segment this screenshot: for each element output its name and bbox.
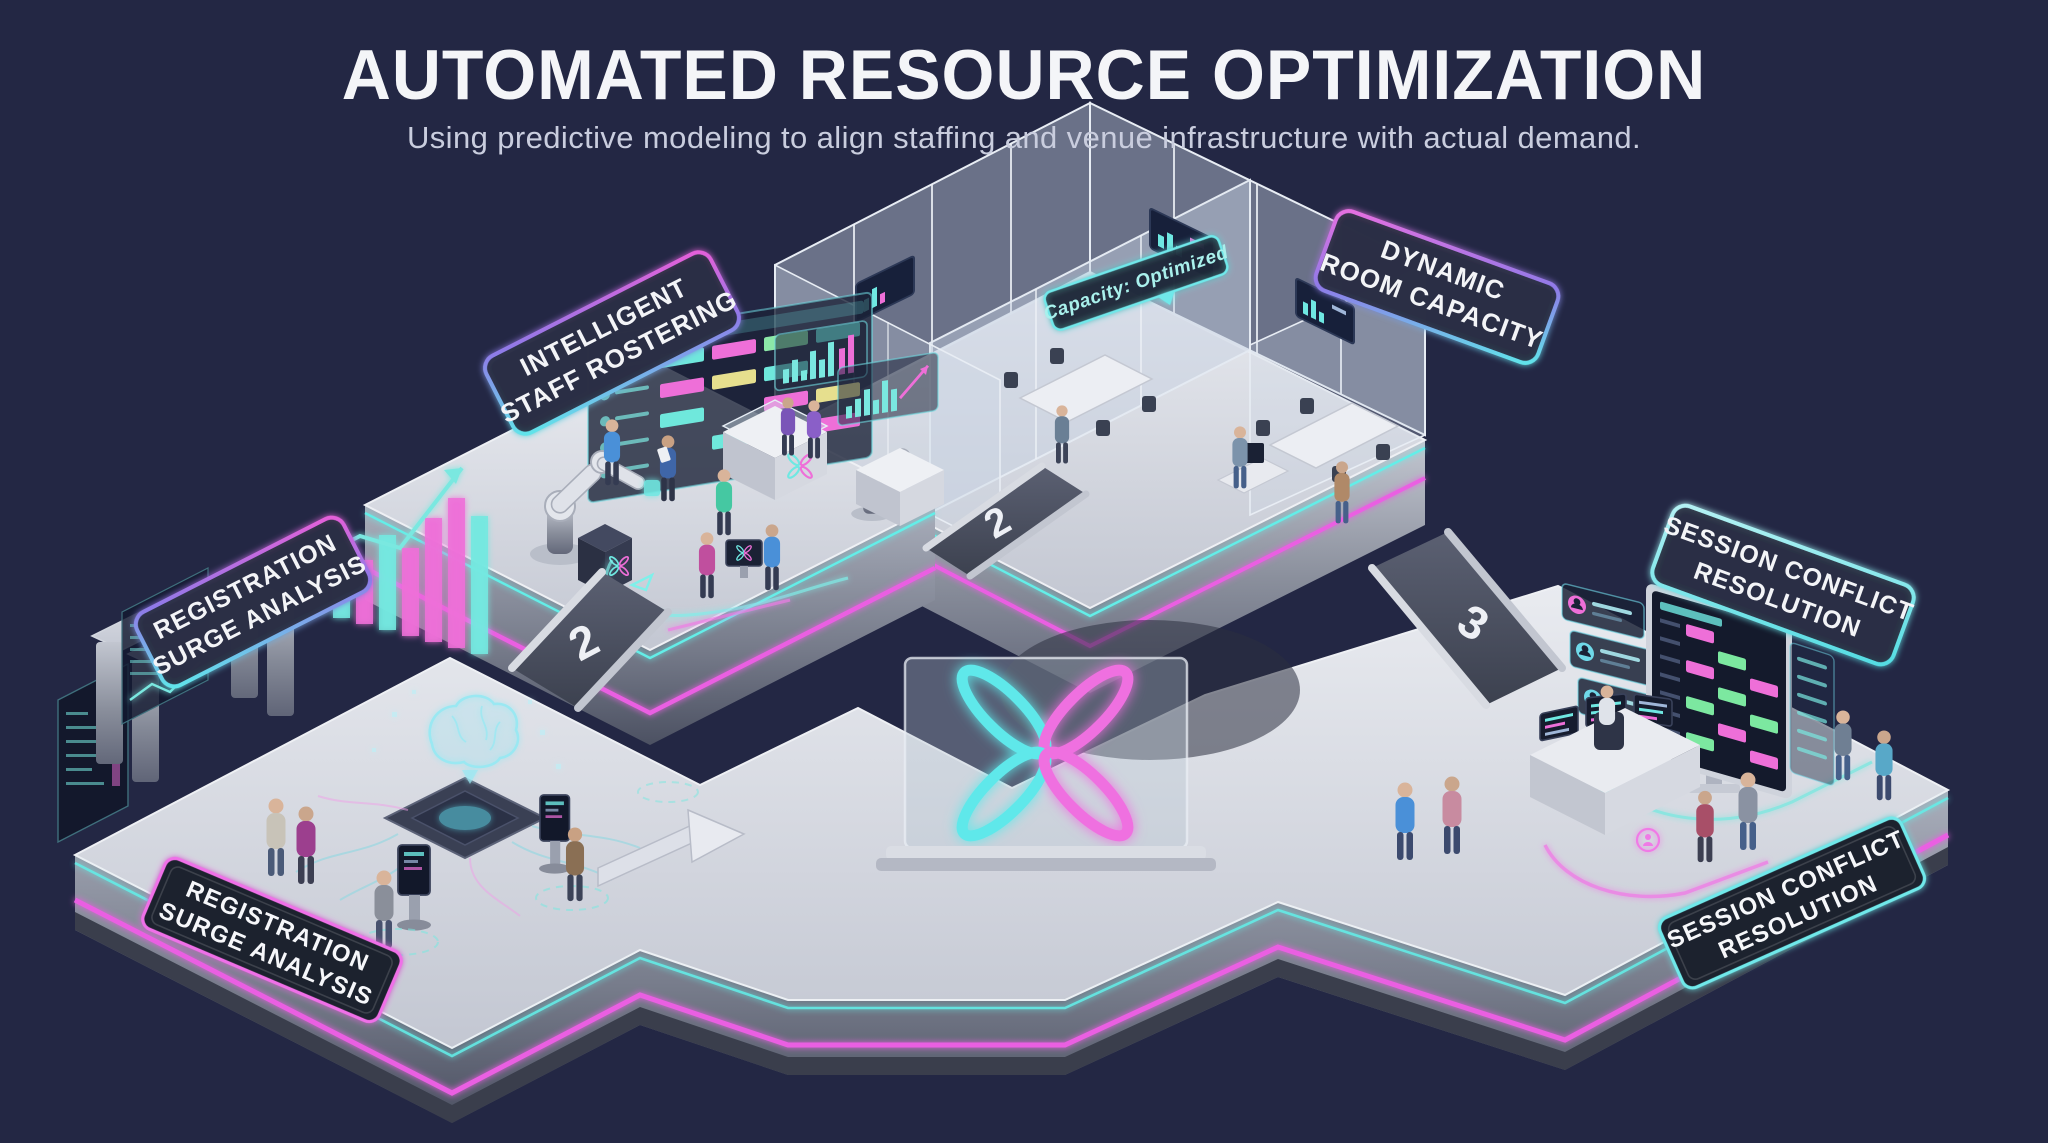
reception-counter <box>721 399 829 500</box>
control-desk <box>1530 693 1700 835</box>
zone-conflict-resolution <box>1530 583 1873 899</box>
people <box>266 397 1893 948</box>
person <box>763 524 781 591</box>
person <box>715 469 733 536</box>
floor-path-magenta <box>1543 844 1769 899</box>
person <box>780 397 796 456</box>
neon-strip-magenta <box>73 832 1950 1096</box>
person <box>806 400 822 459</box>
person-seated <box>1598 685 1616 726</box>
hologram-list-panel <box>1789 642 1835 786</box>
conference-table <box>1004 348 1156 436</box>
hologram-chart <box>774 320 868 392</box>
brain-hologram <box>372 690 561 784</box>
person <box>657 435 677 502</box>
person <box>266 798 286 876</box>
person <box>565 827 585 902</box>
person <box>374 870 394 948</box>
person <box>1395 782 1415 860</box>
kiosk <box>539 794 571 874</box>
ramp-3: 3 <box>1368 528 1566 709</box>
person <box>296 806 316 884</box>
x-logo-panel <box>876 656 1216 871</box>
person <box>603 419 621 486</box>
floor-arrow <box>597 808 746 888</box>
floor-ring <box>637 781 699 803</box>
person <box>1442 776 1462 854</box>
person <box>1334 461 1350 524</box>
person <box>1738 772 1758 850</box>
person <box>1834 710 1852 781</box>
person <box>1696 790 1714 863</box>
conflict-blocks <box>1686 624 1778 770</box>
neon-strip-cyan <box>74 796 1949 1058</box>
x-logo-icon <box>956 664 1134 842</box>
ramp-2b: 2 <box>922 462 1090 580</box>
cpu-chip <box>295 776 641 917</box>
person <box>1875 730 1893 801</box>
person <box>1054 405 1070 464</box>
person <box>698 532 716 599</box>
floor-arrow-icon <box>628 572 655 592</box>
ramp-2a: 2 <box>508 568 672 712</box>
person <box>1232 426 1248 489</box>
service-desk <box>856 448 944 526</box>
floor-marker-icon <box>1635 827 1661 853</box>
kiosk <box>397 844 431 931</box>
floor-path-magenta <box>667 598 791 632</box>
desk-terminal <box>725 539 763 578</box>
hologram-chart <box>837 352 939 427</box>
